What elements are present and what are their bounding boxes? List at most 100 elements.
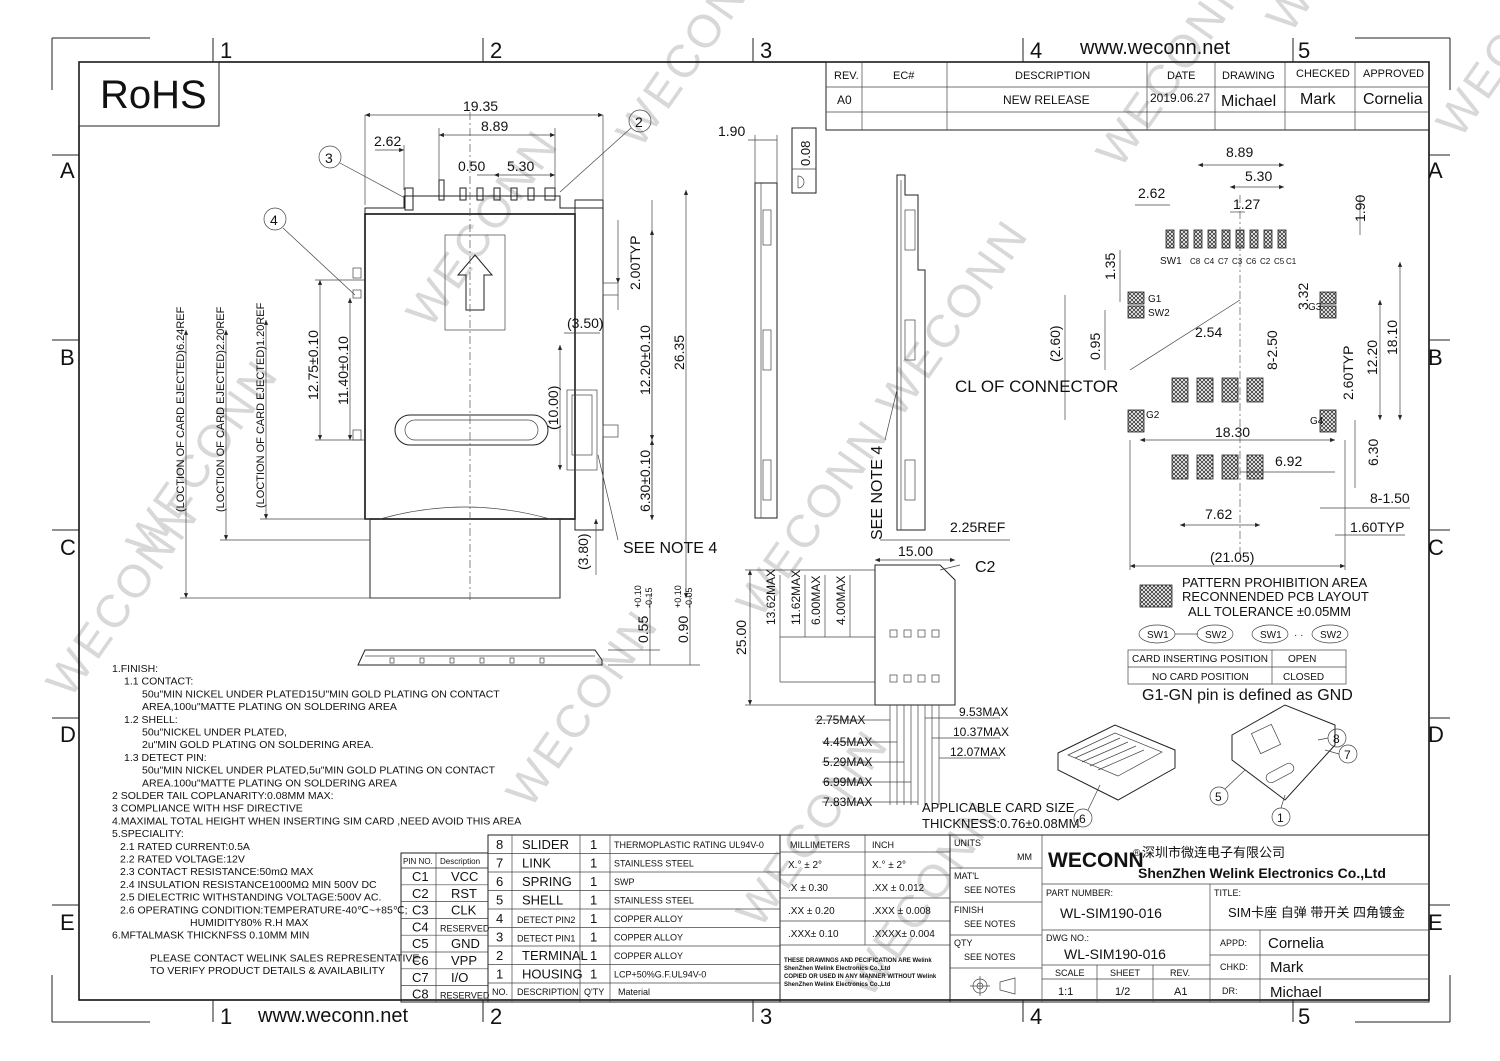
drawing-frame xyxy=(51,37,1451,1023)
col-number: 4 xyxy=(1030,38,1042,63)
note-line: 50u"MIN NICKEL UNDER PLATED15U"MIN GOLD … xyxy=(142,688,500,700)
col-number: 5 xyxy=(1298,1004,1310,1029)
checked-header: CHECKED xyxy=(1296,68,1350,80)
pcb-g-label: G2 xyxy=(1146,410,1160,421)
callout-4-label: 4 xyxy=(270,212,278,228)
callout-6-label: 6 xyxy=(1079,812,1086,826)
dim-0.90: 0.90 xyxy=(675,616,691,643)
sheet-label: SHEET xyxy=(1110,968,1141,978)
approved-value: Cornelia xyxy=(1363,91,1423,108)
pin-no: C2 xyxy=(412,886,429,901)
bom-material: COPPER ALLOY xyxy=(614,951,683,961)
side-view-2: 2.25REF SEE NOTE 4 xyxy=(869,174,1010,541)
row-letter: E xyxy=(60,910,75,935)
pcb-pad xyxy=(1319,409,1337,433)
note-line: 50u"NICKEL UNDER PLATED, xyxy=(142,727,287,739)
pcb-pin-label: C3 xyxy=(1232,257,1243,266)
note-line: 1.2 SHELL: xyxy=(124,714,178,726)
row-letter: C xyxy=(60,535,76,560)
pcb-dim: 5.30 xyxy=(1245,168,1272,184)
dim-9.53max: 9.53MAX xyxy=(959,705,1008,719)
col-number: 3 xyxy=(760,38,772,63)
pin-desc: RESERVED xyxy=(440,923,490,933)
description-value: NEW RELEASE xyxy=(1003,93,1090,107)
dim-11.62max: 11.62MAX xyxy=(789,570,803,625)
pcb-dim: 3.32 xyxy=(1295,283,1311,310)
watermark-text: WECONN xyxy=(396,120,569,336)
dim-text: 5.30 xyxy=(507,158,534,174)
pcb-dim: 18.30 xyxy=(1215,424,1250,440)
note-line: 2.2 RATED VOLTAGE:12V xyxy=(120,854,245,866)
brand-logo: WECONN xyxy=(1048,849,1144,872)
bom-qty: 1 xyxy=(590,837,597,852)
col-number: 2 xyxy=(490,1004,502,1029)
dim-text: 0.50 xyxy=(458,158,485,174)
pin-no: C4 xyxy=(412,919,429,934)
pcb-pin-label: SW1 xyxy=(1160,256,1182,267)
disclaimer-line: ShenZhen Welink Electronics Co.,Ltd xyxy=(784,966,891,972)
pin-no: C5 xyxy=(412,936,429,951)
note-line: PLEASE CONTACT WELINK SALES REPRESENTATI… xyxy=(150,952,419,964)
website-top[interactable]: www.weconn.net xyxy=(1079,37,1231,59)
legend-line2: RECONNENDED PCB LAYOUT xyxy=(1182,589,1369,604)
bom-desc: LINK xyxy=(522,856,551,871)
tol-header-inch: INCH xyxy=(872,840,894,850)
pcb-pad xyxy=(1277,229,1287,249)
row-letter: C xyxy=(1428,535,1444,560)
prohibition-area-swatch xyxy=(1139,584,1173,608)
pcb-dim: 8.89 xyxy=(1226,144,1253,160)
svg-text:· ·: · · xyxy=(1294,630,1303,641)
bom-material: LCP+50%G.F.UL94V-0 xyxy=(614,970,706,980)
pcb-pin-label: C6 xyxy=(1246,257,1257,266)
tol-mm: .X ± 0.30 xyxy=(788,883,828,894)
note-line: TO VERIFY PRODUCT DETAILS & AVAILABILITY xyxy=(150,965,385,977)
col-number: 4 xyxy=(1030,1004,1042,1029)
note-line: AREA.100u"MATTE PLATING ON SOLDERING ARE… xyxy=(142,777,397,789)
bom-no: 5 xyxy=(496,893,503,908)
see-note-4: SEE NOTE 4 xyxy=(623,540,717,557)
bom-footer-qty: Q'TY xyxy=(584,987,604,997)
watermark-text: WECONN xyxy=(1256,0,1429,41)
note-line: 1.FINISH: xyxy=(112,663,158,675)
pcb-dim: 12.20 xyxy=(1364,340,1380,375)
rohs-label: RoHS xyxy=(100,73,207,117)
dim-text: (10.00) xyxy=(545,386,561,430)
pcb-pad xyxy=(1221,229,1231,249)
bom-qty: 1 xyxy=(590,911,597,926)
pcb-pad xyxy=(1207,229,1217,249)
reg-mark: ® xyxy=(1133,848,1141,859)
pcb-dim: 8-1.50 xyxy=(1370,490,1410,506)
scale-label: SCALE xyxy=(1055,968,1085,978)
dim-text: 2.62 xyxy=(374,133,401,149)
col-number: 1 xyxy=(220,1004,232,1029)
pcb-layout: 8.89 5.30 2.62 1.27 1.90 1.35 (2.60) 0.9… xyxy=(955,144,1410,704)
note-line: 3 COMPLIANCE WITH HSF DIRECTIVE xyxy=(112,803,303,815)
pcb-dim: (2.60) xyxy=(1047,325,1063,362)
tol-lower: -0.15 xyxy=(644,587,654,608)
dim-1.90: 1.90 xyxy=(718,123,745,139)
bom-footer-no: NO. xyxy=(492,987,508,997)
dim-text: 12.75±0.10 xyxy=(305,330,321,400)
pcb-dim: 8-2.50 xyxy=(1264,330,1280,370)
pcb-pad xyxy=(1246,454,1264,480)
dim-5.29max: 5.29MAX xyxy=(823,755,872,769)
bom-footer-mat: Material xyxy=(618,987,650,997)
finish-label: FINISH xyxy=(954,905,984,915)
pcb-pad xyxy=(1263,229,1273,249)
col-number: 5 xyxy=(1298,38,1310,63)
front-view: 19.35 8.89 2.62 0.50 5.30 2.00TYP (3.50)… xyxy=(175,98,717,600)
drawing-value: Michael xyxy=(1221,93,1276,110)
row-letter: E xyxy=(1428,910,1443,935)
bom-desc: SHELL xyxy=(522,893,563,908)
row-letter: A xyxy=(60,158,75,183)
revision-table: REV. EC# DESCRIPTION DATE DRAWING CHECKE… xyxy=(825,61,1430,131)
pcb-pad xyxy=(1179,229,1189,249)
pcb-pad xyxy=(1127,305,1145,319)
note-line: 2.6 OPERATING CONDITION:TEMPERATURE-40℃~… xyxy=(120,904,408,916)
tol-mm: .XXX± 0.10 xyxy=(788,929,839,940)
switch-label: SW1 xyxy=(1260,630,1282,641)
pcb-pin-label: C5 xyxy=(1274,257,1285,266)
website-bottom[interactable]: www.weconn.net xyxy=(257,1005,409,1027)
pcb-dim: 2.62 xyxy=(1138,185,1165,201)
appd-value: Cornelia xyxy=(1268,935,1325,952)
